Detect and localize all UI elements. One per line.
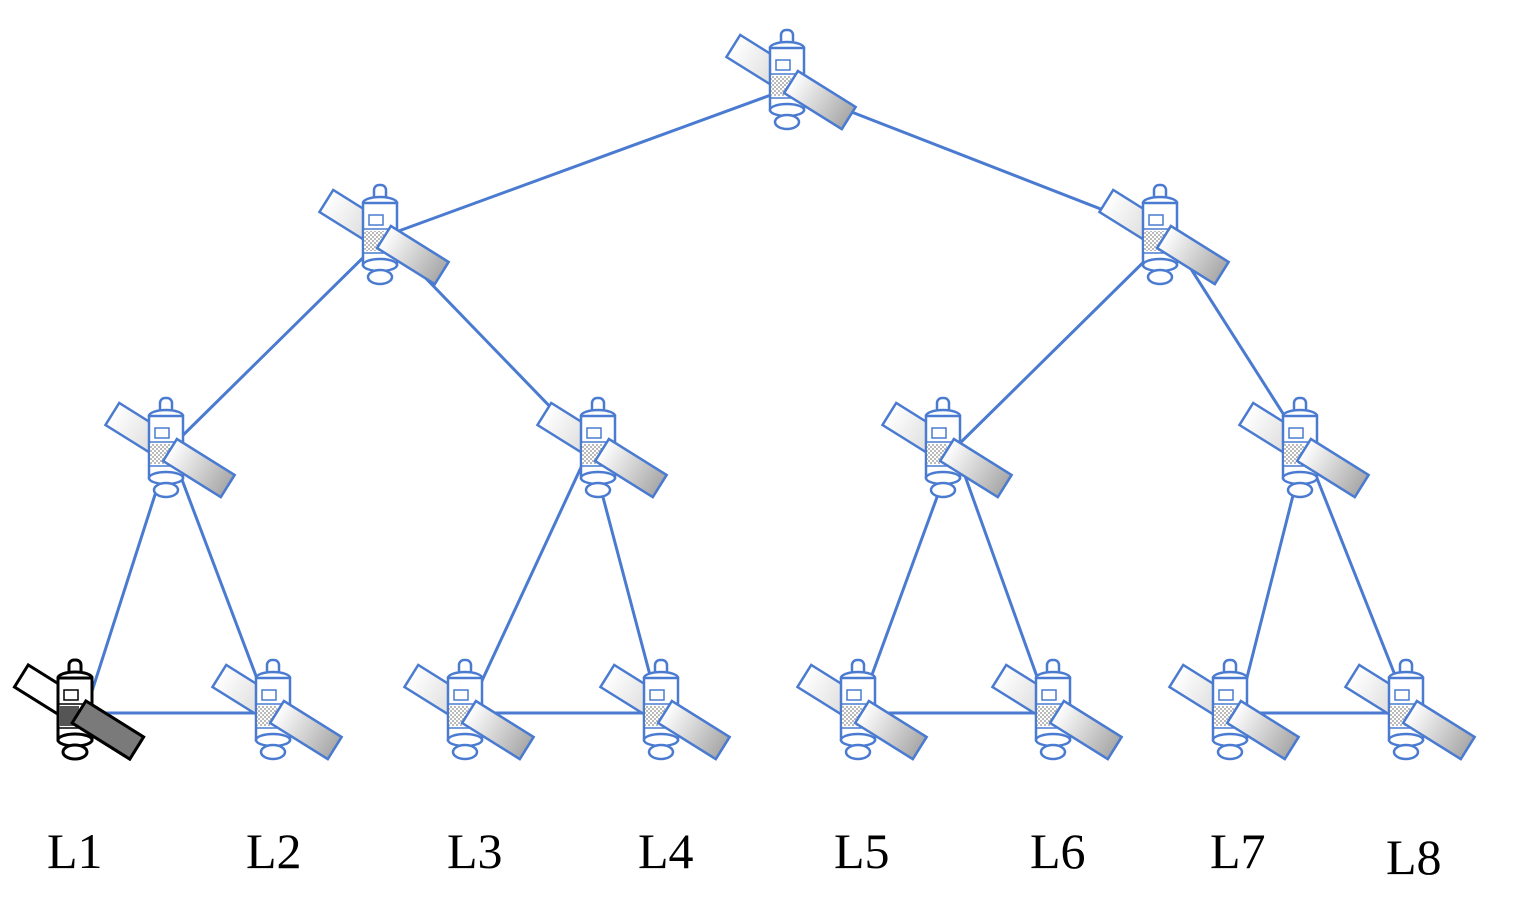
leaf-label-l5: L5: [834, 823, 890, 879]
leaf-label-l3: L3: [447, 823, 503, 879]
link-l2-to-leaf-8: [1303, 447, 1412, 714]
satellite-icon-l2-2: [535, 396, 669, 499]
link-layer: [83, 86, 1412, 715]
satellite-icon-l1-1: [317, 183, 451, 286]
link-l2-to-leaf-2: [168, 447, 272, 714]
satellite-icon-root: [724, 28, 858, 131]
satellite-icon-l2-4: [1237, 396, 1371, 499]
leaf-label-l6: L6: [1030, 823, 1086, 879]
satellite-layer: [12, 28, 1477, 762]
satellite-icon-l1-2: [1097, 183, 1231, 286]
satellite-icon-l2-3: [880, 396, 1014, 499]
link-l2-to-leaf-3: [465, 447, 592, 714]
satellite-icon-leaf-3: [402, 658, 536, 761]
satellite-icon-leaf-6: [990, 658, 1124, 761]
link-l2-to-leaf-6: [953, 447, 1052, 714]
link-l1-to-l2-1: [168, 234, 387, 450]
satellite-icon-leaf-1: [12, 658, 146, 762]
leaf-label-l1: L1: [47, 823, 103, 879]
leaf-label-l8: L8: [1386, 829, 1442, 885]
satellite-icon-leaf-5: [795, 658, 929, 761]
satellite-icon-l2-1: [103, 396, 237, 499]
satellite-icon-leaf-4: [598, 658, 732, 761]
satellite-icon-leaf-2: [210, 658, 344, 761]
link-root-to-l1-1: [384, 86, 791, 238]
leaf-label-l2: L2: [246, 823, 302, 879]
link-l1-to-l2-3: [953, 234, 1172, 450]
leaf-label-l7: L7: [1210, 823, 1266, 879]
satellite-icon-leaf-8: [1343, 658, 1477, 761]
leaf-label-l4: L4: [638, 823, 694, 879]
satellite-icon-leaf-7: [1167, 658, 1301, 761]
